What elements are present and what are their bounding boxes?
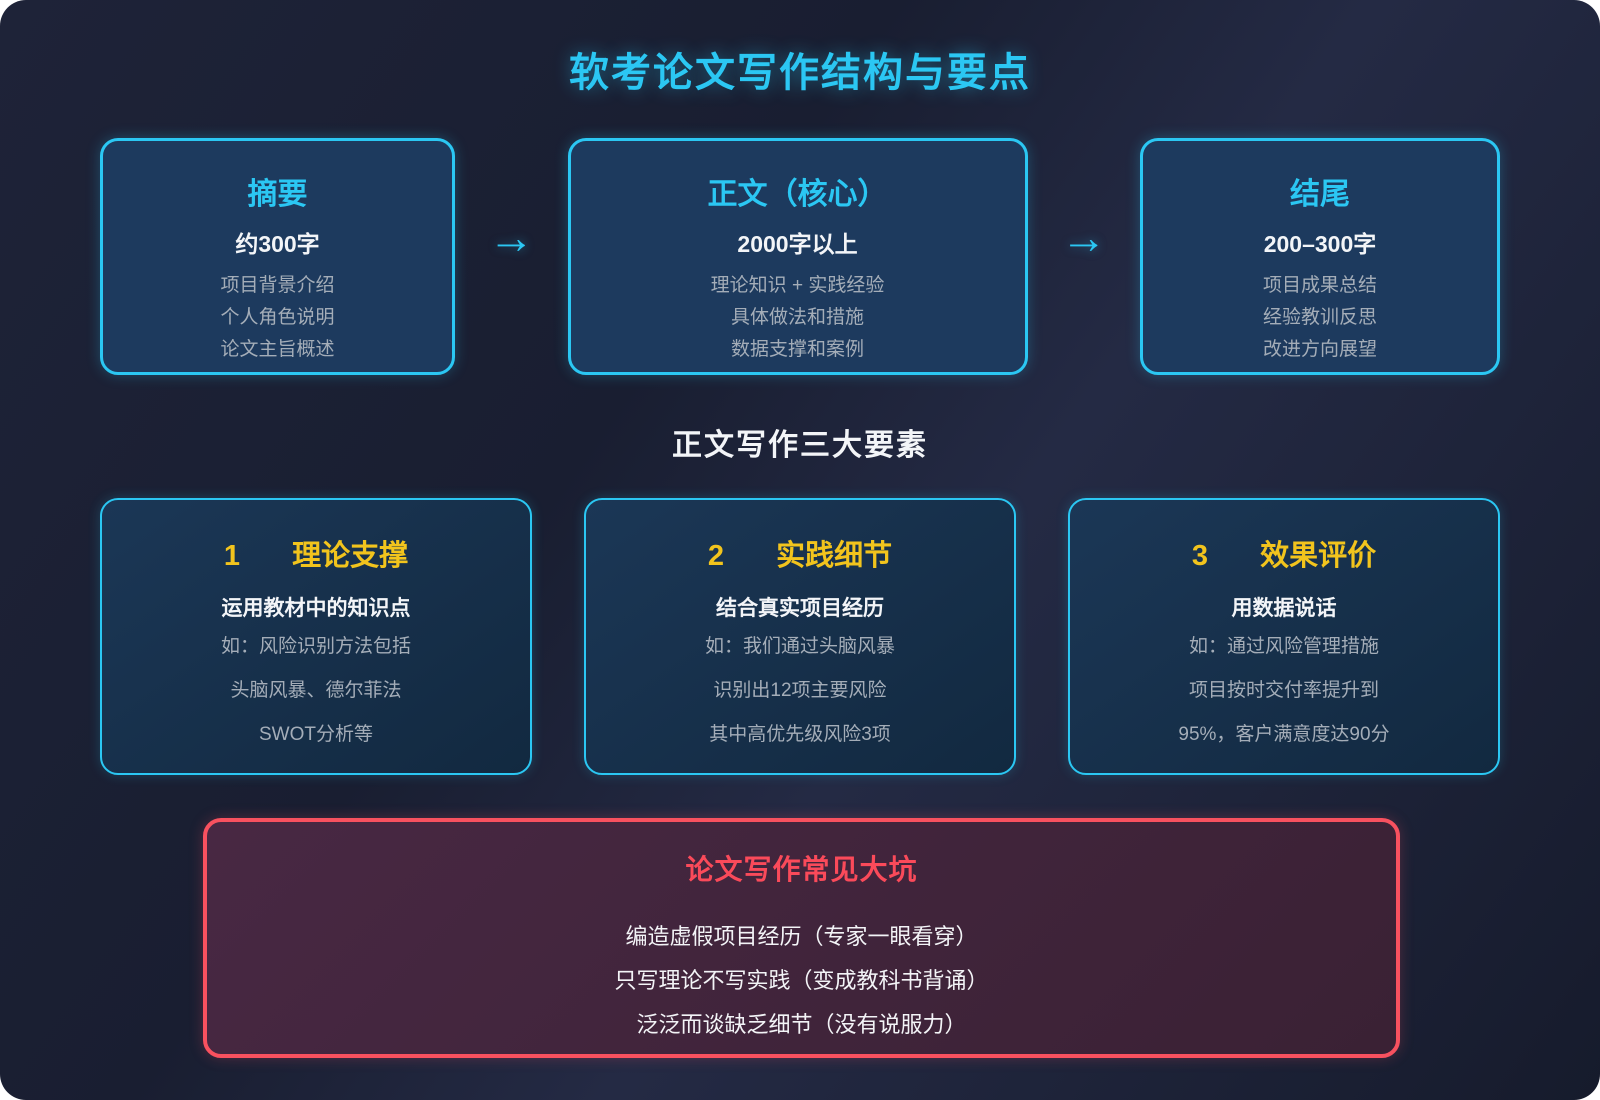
element-card-practice: 2 实践细节 结合真实项目经历 如：我们通过头脑风暴 识别出12项主要风险 其中… bbox=[584, 498, 1016, 775]
flow-box-item: 改进方向展望 bbox=[1262, 339, 1377, 360]
flow-box-items: 项目背景介绍 个人角色说明 论文主旨概述 bbox=[103, 270, 452, 366]
flow-box-items: 项目成果总结 经验教训反思 改进方向展望 bbox=[1143, 270, 1497, 366]
flow-box-item: 具体做法和措施 bbox=[730, 307, 864, 328]
flow-box-item: 经验教训反思 bbox=[1262, 307, 1377, 328]
card-header: 1 理论支撑 bbox=[102, 536, 530, 576]
pitfalls-title: 论文写作常见大坑 bbox=[685, 854, 918, 885]
flow-box-highlight: 200–300字 bbox=[1263, 231, 1377, 257]
card-items: 如：通过风险管理措施 项目按时交付率提升到 95%，客户满意度达90分 bbox=[1070, 632, 1498, 750]
card-highlight: 结合真实项目经历 bbox=[716, 597, 884, 620]
card-item: 项目按时交付率提升到 bbox=[1188, 680, 1379, 701]
card-item: 识别出12项主要风险 bbox=[713, 680, 887, 701]
pitfall-item: 泛泛而谈缺乏细节（没有说服力） bbox=[636, 1012, 967, 1037]
flow-box-item: 论文主旨概述 bbox=[220, 339, 335, 360]
flow-box-items: 理论知识 + 实践经验 具体做法和措施 数据支撑和案例 bbox=[571, 270, 1025, 366]
flow-box-item: 个人角色说明 bbox=[220, 307, 335, 328]
card-item: 如：风险识别方法包括 bbox=[220, 636, 411, 657]
card-item: 如：通过风险管理措施 bbox=[1188, 636, 1379, 657]
page-title: 软考论文写作结构与要点 bbox=[569, 51, 1031, 95]
pitfall-item: 只写理论不写实践（变成教科书背诵） bbox=[614, 968, 989, 993]
essay-structure-flow: 摘要 约300字 项目背景介绍 个人角色说明 论文主旨概述 → 正文（核心） 2… bbox=[100, 138, 1500, 375]
section-title-three-elements: 正文写作三大要素 bbox=[672, 429, 928, 462]
three-elements-row: 1 理论支撑 运用教材中的知识点 如：风险识别方法包括 头脑风暴、德尔菲法 SW… bbox=[100, 498, 1500, 775]
flow-box-ending: 结尾 200–300字 项目成果总结 经验教训反思 改进方向展望 bbox=[1140, 138, 1500, 375]
card-title: 效果评价 bbox=[1260, 540, 1377, 572]
pitfall-item: 编造虚假项目经历（专家一眼看穿） bbox=[625, 924, 978, 949]
flow-box-title: 结尾 bbox=[1290, 178, 1350, 211]
right-arrow-icon: → bbox=[1060, 211, 1107, 263]
card-item: 95%，客户满意度达90分 bbox=[1178, 724, 1390, 745]
flow-box-highlight: 2000字以上 bbox=[737, 231, 858, 257]
flow-box-item: 理论知识 + 实践经验 bbox=[710, 275, 885, 296]
card-highlight: 运用教材中的知识点 bbox=[221, 597, 411, 620]
card-title: 实践细节 bbox=[776, 540, 893, 572]
flow-box-title: 正文（核心） bbox=[707, 178, 888, 211]
element-card-theory: 1 理论支撑 运用教材中的知识点 如：风险识别方法包括 头脑风暴、德尔菲法 SW… bbox=[100, 498, 532, 775]
card-number: 3 bbox=[1191, 540, 1209, 572]
card-items: 如：我们通过头脑风暴 识别出12项主要风险 其中高优先级风险3项 bbox=[586, 632, 1014, 750]
card-item: 如：我们通过头脑风暴 bbox=[704, 636, 895, 657]
card-header: 3 效果评价 bbox=[1070, 536, 1498, 576]
card-number: 2 bbox=[707, 540, 725, 572]
flow-box-body: 正文（核心） 2000字以上 理论知识 + 实践经验 具体做法和措施 数据支撑和… bbox=[567, 138, 1028, 375]
pitfalls-warning-box: 论文写作常见大坑 编造虚假项目经历（专家一眼看穿） 只写理论不写实践（变成教科书… bbox=[203, 818, 1400, 1058]
flow-box-title: 摘要 bbox=[247, 178, 308, 211]
card-header: 2 实践细节 bbox=[586, 536, 1014, 576]
right-arrow-icon: → bbox=[488, 211, 535, 263]
pitfalls-items: 编造虚假项目经历（专家一眼看穿） 只写理论不写实践（变成教科书背诵） 泛泛而谈缺… bbox=[207, 920, 1396, 1042]
card-highlight: 用数据说话 bbox=[1231, 597, 1337, 620]
card-title: 理论支撑 bbox=[292, 540, 409, 572]
card-item: 其中高优先级风险3项 bbox=[709, 724, 891, 745]
card-items: 如：风险识别方法包括 头脑风暴、德尔菲法 SWOT分析等 bbox=[102, 632, 530, 750]
flow-box-item: 项目成果总结 bbox=[1262, 275, 1377, 296]
card-number: 1 bbox=[223, 540, 241, 572]
card-item: 头脑风暴、德尔菲法 bbox=[230, 680, 402, 701]
flow-box-item: 项目背景介绍 bbox=[220, 275, 335, 296]
element-card-evaluation: 3 效果评价 用数据说话 如：通过风险管理措施 项目按时交付率提升到 95%，客… bbox=[1068, 498, 1500, 775]
flow-box-highlight: 约300字 bbox=[235, 231, 320, 257]
card-item: SWOT分析等 bbox=[259, 724, 373, 745]
flow-box-abstract: 摘要 约300字 项目背景介绍 个人角色说明 论文主旨概述 bbox=[100, 138, 455, 375]
flow-box-item: 数据支撑和案例 bbox=[730, 339, 864, 360]
